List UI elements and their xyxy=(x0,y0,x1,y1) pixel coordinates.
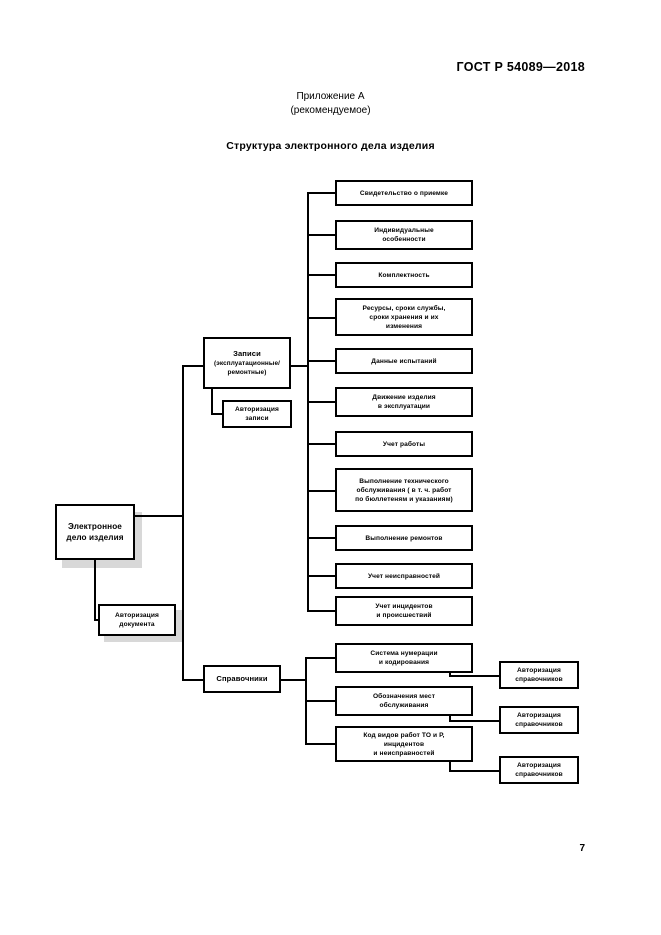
appendix-heading: Приложение А (рекомендуемое) xyxy=(0,90,661,118)
catalog-auth-line: справочников xyxy=(515,771,563,778)
node-catalogs-label: Справочники xyxy=(216,674,268,683)
record-item-line: Учет неисправностей xyxy=(367,572,441,580)
record-item-line: Движение изделия xyxy=(372,394,436,401)
record-item-line: обслуживания ( в т. ч. работ xyxy=(356,486,452,494)
catalog-auth-box[interactable]: Авторизация справочников xyxy=(499,756,579,784)
connector-root-to-trunk xyxy=(135,515,184,517)
catalog-item-box[interactable]: Система нумерации и кодирования xyxy=(335,643,473,673)
node-records-line-1: Записи xyxy=(233,349,261,358)
record-item-line: в эксплуатации xyxy=(377,403,431,410)
connector-catalog-auth-2-vertical xyxy=(449,714,451,722)
record-item-line: Учет инцидентов xyxy=(375,603,433,610)
connector-records-to-branch-trunk xyxy=(291,365,309,367)
connector-record-item-2 xyxy=(307,234,337,236)
record-item-box[interactable]: Выполнение ремонтов xyxy=(335,525,473,551)
node-records-auth[interactable]: Авторизация записи xyxy=(222,400,292,428)
main-trunk-vertical xyxy=(182,365,184,681)
record-item-line: Учет работы xyxy=(382,440,426,448)
connector-record-item-9 xyxy=(307,537,337,539)
connector-catalog-item-2 xyxy=(305,700,337,702)
connector-catalog-auth-3-horizontal xyxy=(449,770,501,772)
connector-record-item-6 xyxy=(307,401,337,403)
node-root-auth-line-1: Авторизация xyxy=(115,612,159,619)
connector-record-item-5 xyxy=(307,360,337,362)
connector-catalog-auth-1-horizontal xyxy=(449,675,501,677)
connector-records-to-auth-horizontal xyxy=(211,413,224,415)
connector-catalog-item-1 xyxy=(305,657,337,659)
connector-records-to-auth-vertical xyxy=(211,388,213,415)
catalog-auth-box[interactable]: Авторизация справочников xyxy=(499,706,579,734)
node-records-line-3: ремонтные) xyxy=(227,369,267,376)
connector-record-item-8 xyxy=(307,490,337,492)
diagram-title: Структура электронного дела изделия xyxy=(226,140,435,152)
catalog-item-line: и кодирования xyxy=(378,659,430,666)
catalog-item-line: Обозначения мест xyxy=(372,693,436,700)
record-item-line: изменения xyxy=(385,322,423,330)
connector-record-item-4 xyxy=(307,317,337,319)
connector-catalog-auth-1-vertical xyxy=(449,671,451,677)
node-catalogs[interactable]: Справочники xyxy=(203,665,281,693)
connector-record-item-10 xyxy=(307,575,337,577)
record-item-line: Комплектность xyxy=(378,271,430,279)
record-item-box[interactable]: Движение изделия в эксплуатации xyxy=(335,387,473,417)
node-records-auth-line-2: записи xyxy=(245,415,269,422)
record-item-line: Индивидуальные xyxy=(374,227,434,234)
node-root-line-2: дело изделия xyxy=(66,533,124,542)
catalog-auth-line: Авторизация xyxy=(517,762,561,769)
catalog-item-line: и неисправностей xyxy=(373,749,435,757)
record-item-box[interactable]: Свидетельство о приемке xyxy=(335,180,473,206)
connector-catalog-auth-2-horizontal xyxy=(449,720,501,722)
record-item-line: по бюллетеням и указаниям) xyxy=(355,495,453,503)
record-item-box[interactable]: Учет инцидентов и происшествий xyxy=(335,596,473,626)
connector-catalog-auth-3-vertical xyxy=(449,760,451,772)
connector-record-item-3 xyxy=(307,274,337,276)
node-root-auth[interactable]: Авторизация документа xyxy=(98,604,176,636)
record-item-box[interactable]: Данные испытаний xyxy=(335,348,473,374)
connector-root-to-auth-vertical xyxy=(94,559,96,621)
record-item-line: Выполнение технического xyxy=(359,477,449,485)
page-number: 7 xyxy=(579,843,585,854)
record-item-line: Данные испытаний xyxy=(371,357,437,365)
record-item-line: Ресурсы, сроки службы, xyxy=(362,304,446,312)
connector-trunk-to-catalogs xyxy=(182,679,204,681)
catalog-auth-line: Авторизация xyxy=(517,712,561,719)
record-item-line: и происшествий xyxy=(376,612,432,619)
node-records-auth-line-1: Авторизация xyxy=(235,406,279,413)
catalog-auth-line: справочников xyxy=(515,721,563,728)
connector-record-item-7 xyxy=(307,443,337,445)
record-item-line: сроки хранения и их xyxy=(369,313,439,321)
catalog-item-box[interactable]: Обозначения мест обслуживания xyxy=(335,686,473,716)
catalog-item-box[interactable]: Код видов работ ТО и Р, инцидентов и неи… xyxy=(335,726,473,762)
record-item-box[interactable]: Выполнение технического обслуживания ( в… xyxy=(335,468,473,512)
record-item-line: Выполнение ремонтов xyxy=(365,534,443,542)
catalog-auth-line: справочников xyxy=(515,676,563,683)
node-root[interactable]: Электронное дело изделия xyxy=(55,504,135,560)
connector-record-item-11 xyxy=(307,610,337,612)
record-item-box[interactable]: Ресурсы, сроки службы, сроки хранения и … xyxy=(335,298,473,336)
catalog-item-line: Система нумерации xyxy=(370,650,438,657)
connector-catalog-item-3 xyxy=(305,743,337,745)
record-item-box[interactable]: Индивидуальные особенности xyxy=(335,220,473,250)
connector-catalogs-to-branch-trunk xyxy=(281,679,307,681)
node-records[interactable]: Записи (эксплуатационные/ ремонтные) xyxy=(203,337,291,389)
record-item-box[interactable]: Учет работы xyxy=(335,431,473,457)
catalog-auth-box[interactable]: Авторизация справочников xyxy=(499,661,579,689)
standard-code: ГОСТ Р 54089—2018 xyxy=(456,60,585,74)
record-item-box[interactable]: Комплектность xyxy=(335,262,473,288)
node-records-line-2: (эксплуатационные/ xyxy=(214,360,280,367)
record-item-line: Свидетельство о приемке xyxy=(359,189,449,197)
catalog-item-line: инцидентов xyxy=(383,740,425,748)
node-root-auth-line-2: документа xyxy=(119,621,155,628)
appendix-line-2: (рекомендуемое) xyxy=(290,105,371,116)
connector-record-item-1 xyxy=(307,192,337,194)
node-root-line-1: Электронное xyxy=(68,522,122,531)
record-item-line: особенности xyxy=(382,236,426,243)
appendix-line-1: Приложение А xyxy=(296,91,365,102)
catalog-item-line: обслуживания xyxy=(379,702,429,709)
connector-trunk-to-records xyxy=(182,365,204,367)
catalog-item-line: Код видов работ ТО и Р, xyxy=(363,731,445,739)
catalog-auth-line: Авторизация xyxy=(517,667,561,674)
record-item-box[interactable]: Учет неисправностей xyxy=(335,563,473,589)
